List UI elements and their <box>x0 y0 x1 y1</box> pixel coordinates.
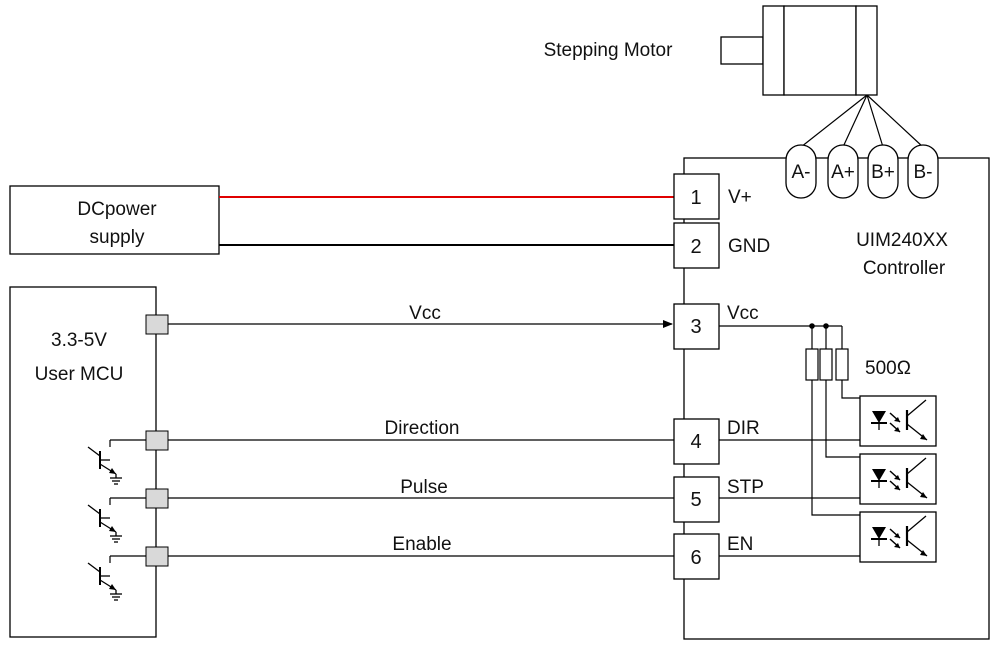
mcu-label-line1: 3.3-5V <box>51 330 107 351</box>
coil-label-b-plus: B+ <box>871 162 895 183</box>
pin-6-en: 6 EN <box>673 533 753 580</box>
pin-2-gnd: 2 GND <box>673 222 770 269</box>
pin-5-name: STP <box>727 477 764 498</box>
power-supply-box <box>9 185 220 255</box>
controller-label-line2: Controller <box>863 258 946 279</box>
stepping-motor <box>720 5 878 96</box>
optocoupler-stp <box>858 452 938 506</box>
pin-3-number: 3 <box>690 316 701 338</box>
mcu-pulse-terminal <box>145 488 169 509</box>
controller-box <box>683 157 990 640</box>
pulse-driver-transistor <box>87 497 146 543</box>
enable-wire-label: Enable <box>392 534 451 555</box>
pin-6-number: 6 <box>690 547 701 569</box>
mcu-direction-terminal <box>145 430 169 451</box>
direction-driver-transistor <box>87 439 146 485</box>
power-supply-label-line2: supply <box>90 227 145 248</box>
pin-2-number: 2 <box>690 236 701 258</box>
mcu-box <box>9 286 157 638</box>
mcu-vcc-terminal <box>145 314 169 335</box>
junction-dots <box>809 323 829 329</box>
mcu-enable-terminal <box>145 546 169 567</box>
pulse-wire-label: Pulse <box>400 477 448 498</box>
pin-4-number: 4 <box>690 431 701 453</box>
resistor-array <box>805 348 849 381</box>
motor-label: Stepping Motor <box>544 40 674 61</box>
pin-3-name: Vcc <box>727 303 759 324</box>
pin-4-dir: 4 DIR <box>673 418 760 465</box>
pin-to-opto-wiring <box>719 439 879 557</box>
coil-terminal-b-plus: B+ <box>867 144 899 199</box>
coil-label-a-plus: A+ <box>831 162 855 183</box>
pin-1-name: V+ <box>728 187 752 208</box>
pin-2-name: GND <box>728 236 770 257</box>
internal-vcc-bus <box>719 325 843 349</box>
pin-5-number: 5 <box>690 489 701 511</box>
coil-label-b-minus: B- <box>914 162 933 183</box>
optocoupler-dir <box>858 394 938 448</box>
controller-label-line1: UIM240XX <box>856 230 948 251</box>
mcu-label-line2: User MCU <box>35 364 124 385</box>
resistor-value-label: 500Ω <box>865 358 911 379</box>
motor-leads <box>800 94 924 148</box>
vcc-wire-label: Vcc <box>409 303 441 324</box>
pin-1-vplus: 1 V+ <box>673 173 752 220</box>
direction-wire-label: Direction <box>385 418 460 439</box>
optocoupler-en <box>858 510 938 564</box>
pin-6-name: EN <box>727 534 753 555</box>
pin-4-name: DIR <box>727 418 760 439</box>
coil-label-a-minus: A- <box>792 162 811 183</box>
pin-3-vcc: 3 Vcc <box>673 303 759 350</box>
coil-terminal-a-minus: A- <box>785 144 817 199</box>
enable-driver-transistor <box>87 555 146 601</box>
pin-1-number: 1 <box>690 187 701 209</box>
coil-terminal-a-plus: A+ <box>827 144 859 199</box>
coil-terminal-b-minus: B- <box>907 144 939 199</box>
power-supply-label-line1: DCpower <box>77 199 157 220</box>
pin-5-stp: 5 STP <box>673 476 764 523</box>
